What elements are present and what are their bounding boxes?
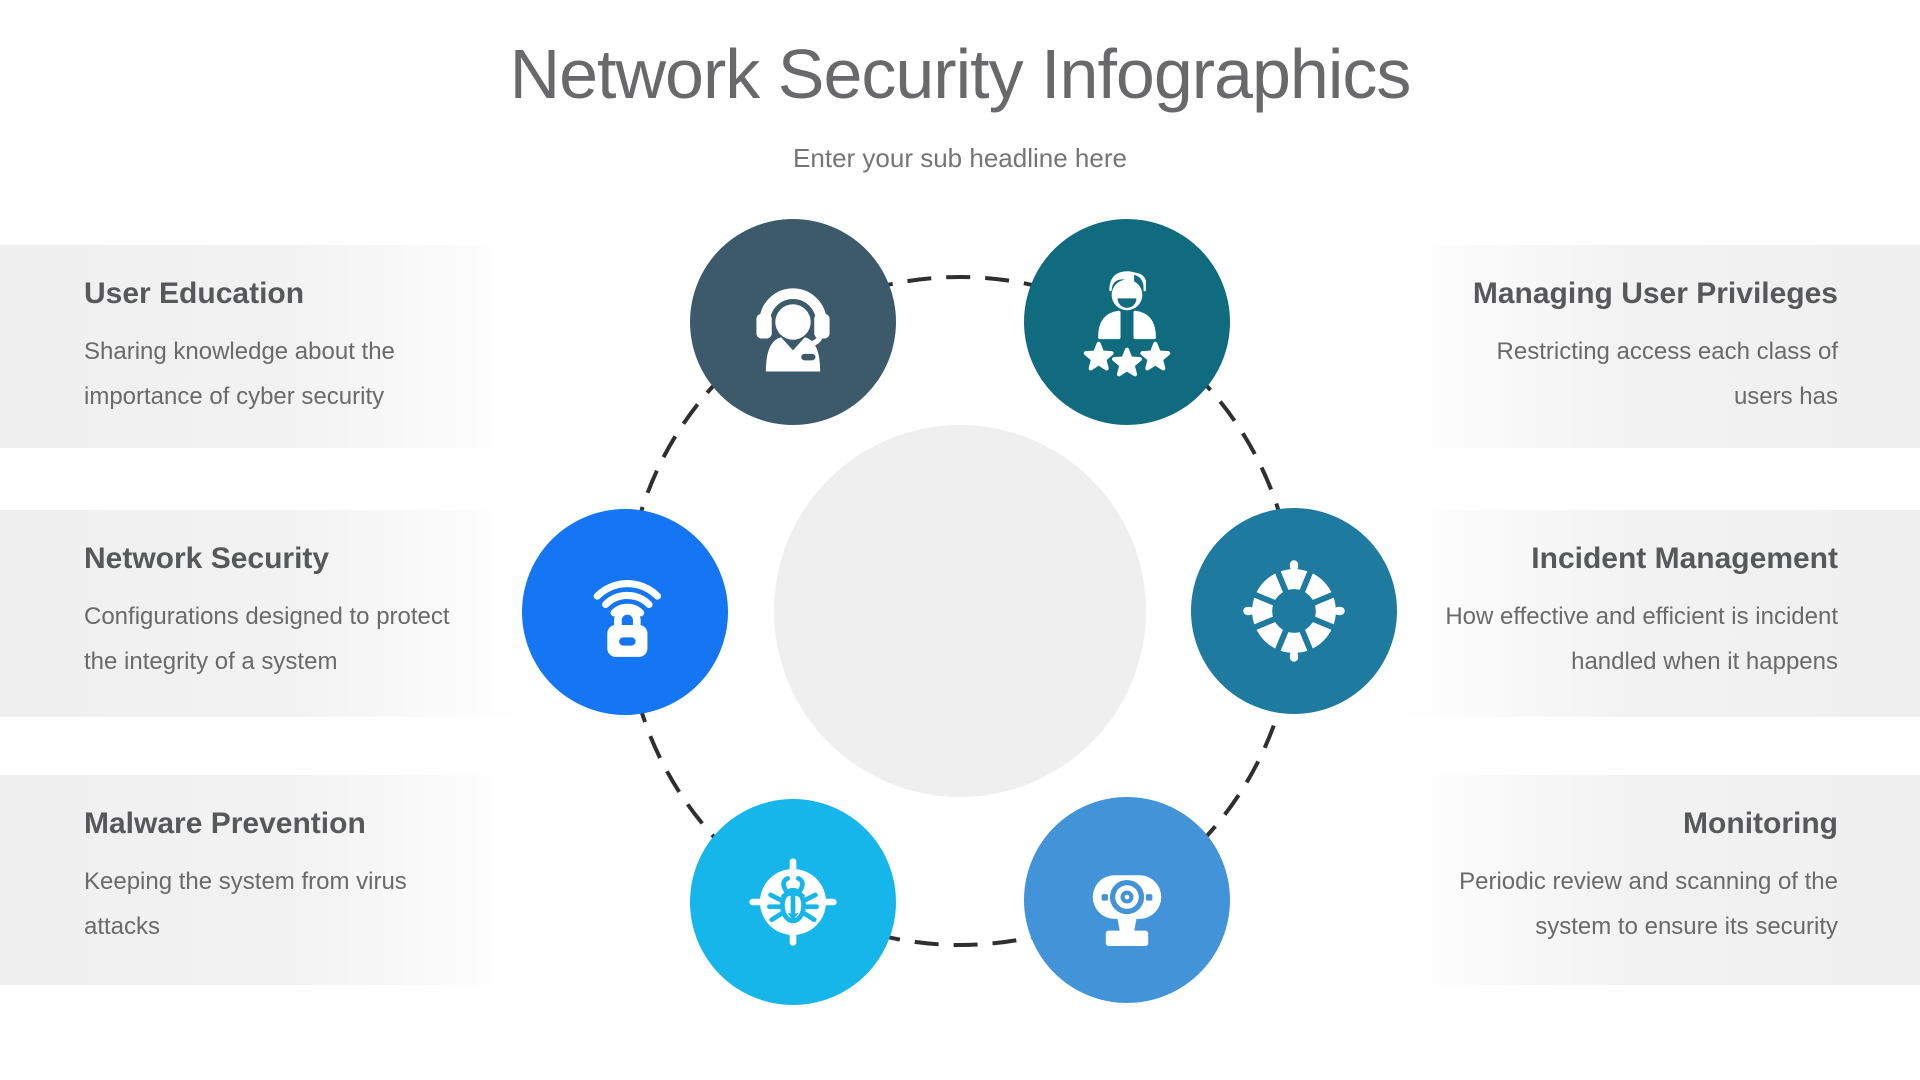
bug-target-icon bbox=[749, 858, 837, 946]
text-block-network-security: Network Security Configurations designed… bbox=[84, 540, 480, 684]
node-user-education bbox=[690, 219, 896, 425]
support-agent-icon bbox=[756, 288, 830, 372]
band-left-1 bbox=[0, 245, 520, 448]
wifi-lock-icon bbox=[593, 580, 661, 657]
node-malware-prevention bbox=[690, 799, 896, 1005]
item-title: Network Security bbox=[84, 542, 330, 575]
item-title: Incident Management bbox=[1531, 542, 1838, 575]
page-title: Network Security Infographics bbox=[509, 35, 1412, 113]
item-title: Managing User Privileges bbox=[1472, 277, 1838, 310]
text-block-malware-prevention: Malware Prevention Keeping the system fr… bbox=[84, 805, 480, 949]
item-description: How effective and efficient is incident … bbox=[1445, 603, 1838, 675]
item-description: Sharing knowledge about the importance o… bbox=[84, 338, 395, 410]
node-incident-management bbox=[1191, 508, 1397, 714]
item-description: Restricting access each class of users h… bbox=[1496, 338, 1838, 410]
band-left-2 bbox=[0, 510, 520, 717]
band-right-1 bbox=[1400, 245, 1920, 448]
band-left-3 bbox=[0, 775, 520, 985]
user-rating-icon bbox=[1083, 271, 1171, 377]
item-description: Periodic review and scanning of the syst… bbox=[1459, 868, 1838, 940]
center-placeholder-circle bbox=[774, 425, 1146, 797]
band-right-3 bbox=[1400, 775, 1920, 985]
text-block-user-education: User Education Sharing knowledge about t… bbox=[84, 275, 480, 419]
item-description: Configurations designed to protect the i… bbox=[84, 603, 450, 675]
page-subtitle: Enter your sub headline here bbox=[793, 143, 1127, 173]
node-managing-user-privileges bbox=[1024, 219, 1230, 425]
item-title: User Education bbox=[84, 277, 305, 310]
item-title: Malware Prevention bbox=[84, 807, 366, 840]
lifebuoy-icon bbox=[1243, 560, 1345, 662]
node-network-security bbox=[522, 509, 728, 715]
item-description: Keeping the system from virus attacks bbox=[84, 868, 407, 940]
webcam-icon bbox=[1092, 875, 1162, 947]
text-block-managing-user-privileges: Managing User Privileges Restricting acc… bbox=[1438, 275, 1838, 419]
item-title: Monitoring bbox=[1683, 807, 1838, 840]
text-block-monitoring: Monitoring Periodic review and scanning … bbox=[1438, 805, 1838, 949]
band-right-2 bbox=[1400, 510, 1920, 717]
node-monitoring bbox=[1024, 797, 1230, 1003]
text-block-incident-management: Incident Management How effective and ef… bbox=[1438, 540, 1838, 684]
